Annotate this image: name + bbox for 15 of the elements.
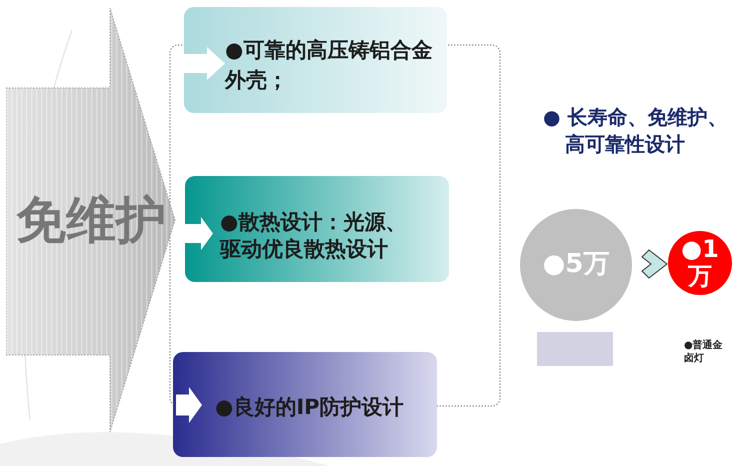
value-text: ●1万 [680, 236, 720, 290]
list-box [184, 7, 447, 113]
arrow-label: 免维护 [15, 190, 167, 250]
label-box [537, 332, 613, 366]
block-arrow [176, 387, 202, 423]
block-arrow [6, 8, 176, 434]
caption-text: ●普通金卤灯 [684, 339, 724, 365]
item-text: ●散热设计：光源、驱动优良散热设计 [220, 209, 408, 263]
list-box [173, 352, 437, 457]
bullet-text: ● 长寿命、免维护、高可靠性设计 [543, 104, 728, 158]
chevron-arrow [641, 249, 668, 279]
item-text: ●良好的IP防护设计 [215, 394, 405, 421]
list-box [185, 176, 449, 282]
item-text: ●可靠的高压铸铝合金外壳； [225, 37, 434, 94]
value-text: ●5万 [542, 250, 610, 280]
